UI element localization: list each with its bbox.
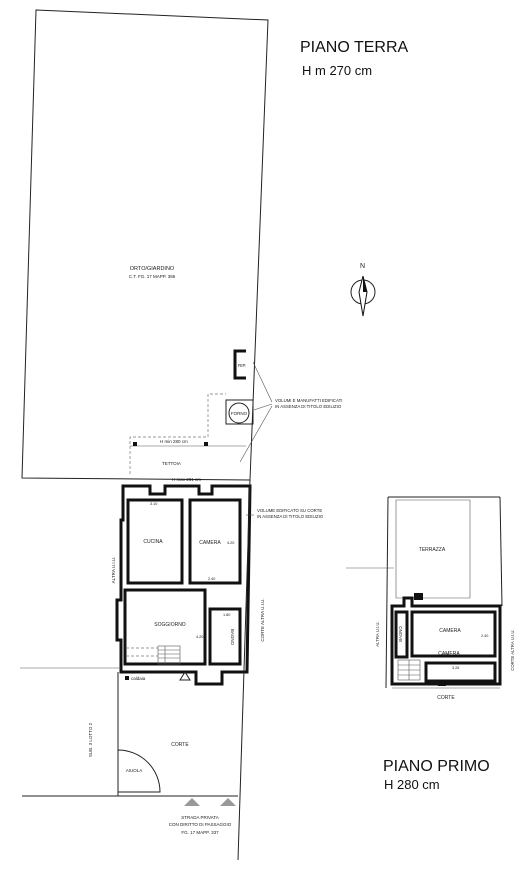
north-label: N — [360, 263, 365, 270]
garden-label: ORTO/GIARDINO — [130, 266, 175, 272]
terrazza-outline — [395, 499, 471, 599]
north-arrow-icon — [350, 275, 376, 317]
rip-structure — [233, 349, 246, 380]
lot-boundary-right — [237, 479, 251, 861]
ff-dim-label: 1.80 — [481, 654, 488, 658]
caldaia-box — [125, 676, 129, 680]
ff-lot-left — [385, 496, 389, 689]
sub-lotto-label: SUB. 3 LOTTO 2 — [88, 722, 93, 757]
ff-corte-altra-uiu-label: CORTE ALTRA U.I.U. — [510, 629, 515, 670]
ff-lot-right — [499, 496, 503, 607]
leader-line — [239, 405, 273, 463]
note-volume-line1: VOLUME EDIFICATO SU CORTE — [257, 508, 322, 513]
note-volume-line2: IN ASSENZA DI TITOLO EDILIZIO — [257, 514, 324, 519]
soggiorno-room-wall — [123, 588, 207, 666]
bagno-label: BAGNO — [230, 629, 235, 646]
dashed-outline — [129, 393, 226, 474]
courtyard-wall — [117, 672, 238, 797]
ff-camera1-wall — [410, 610, 497, 658]
dim-label: 4.20 — [196, 635, 203, 639]
corte-altra-uiu-label: CORTE ALTRA U.I.U. — [260, 598, 265, 641]
strada-line3: FG. 17 MAPP. 337 — [181, 830, 219, 835]
bagno-room-wall — [208, 607, 242, 666]
ff-dim-label: 2.40 — [481, 634, 488, 638]
ff-camera2-wall — [424, 661, 497, 683]
forno-structure — [225, 399, 254, 425]
entry-triangle — [220, 798, 236, 806]
ff-bagno-label: BAGNO — [398, 626, 403, 642]
cucina-room-wall — [126, 498, 184, 585]
staircase — [126, 645, 181, 665]
ff-camera1-label: CAMERA — [439, 628, 461, 634]
house-outer-wall — [115, 484, 252, 686]
ff-outer-wall — [390, 596, 502, 686]
ground-floor-title: PIANO TERRA — [300, 39, 409, 56]
ff-dim-label: 3.26 — [452, 666, 459, 670]
cucina-label: CUCINA — [143, 539, 163, 545]
tettoia-label: TETTOIA — [162, 461, 181, 466]
corte-label: CORTE — [171, 742, 189, 748]
entrance-triangle — [179, 671, 191, 681]
aiuola-label: AIUOLA — [126, 768, 143, 773]
dim-label: 2.40 — [208, 577, 215, 581]
strada-line1: STRADA PRIVATA — [181, 815, 219, 820]
garden-ref: C.T. FG. 17 MAPP. 386 — [129, 274, 176, 279]
ff-corte-label: CORTE — [437, 695, 455, 701]
forno-circle — [228, 402, 250, 424]
aiuola-shape — [117, 749, 161, 793]
strada-line2: CON DIRITTO DI PASSAGGIO — [169, 822, 232, 827]
ff-camera2-label: CAMERA — [438, 651, 460, 657]
ff-dim-label: 4.26 — [442, 653, 449, 657]
dim-label: 4.20 — [227, 541, 234, 545]
dim-label: 3.10 — [150, 502, 157, 506]
h-max-label: H max 281 cm — [172, 477, 201, 482]
camera-label: CAMERA — [199, 540, 221, 546]
pillar — [204, 442, 208, 446]
terrazza-label: TERRAZZA — [419, 547, 446, 553]
note-unauthorized-line2: IN ASSENZA DI TITOLO EDILIZIO — [275, 404, 342, 409]
dim-label: 1.80 — [223, 613, 230, 617]
pillar — [133, 442, 137, 446]
h-min-label: H min 280 cm — [160, 439, 188, 444]
entry-triangle — [184, 798, 200, 806]
camera-room-wall — [188, 498, 242, 585]
altra-uiu-label: ALTRA U.I.U. — [111, 557, 116, 584]
first-floor-title: PIANO PRIMO — [383, 758, 490, 775]
ff-altra-uiu-label: ALTRA U.I.U. — [375, 621, 380, 646]
leader-line — [252, 361, 273, 403]
chimney — [414, 593, 423, 600]
ff-staircase — [397, 659, 421, 681]
leader-line — [253, 403, 273, 411]
soggiorno-label: SOGGIORNO — [154, 622, 186, 628]
ff-bagno-wall — [394, 610, 409, 659]
note-unauthorized-line1: VOLUMI E MANUFATTI EDIFICATI — [275, 398, 342, 403]
first-floor-height: H 280 cm — [384, 777, 440, 792]
rip-label: RIP. — [238, 363, 246, 368]
forno-label: FORNO — [231, 411, 248, 416]
ground-floor-height: H m 270 cm — [302, 63, 372, 78]
caldaia-label: caldaia — [131, 676, 146, 681]
ff-entry-mark — [438, 682, 446, 686]
garden-boundary — [21, 9, 269, 481]
